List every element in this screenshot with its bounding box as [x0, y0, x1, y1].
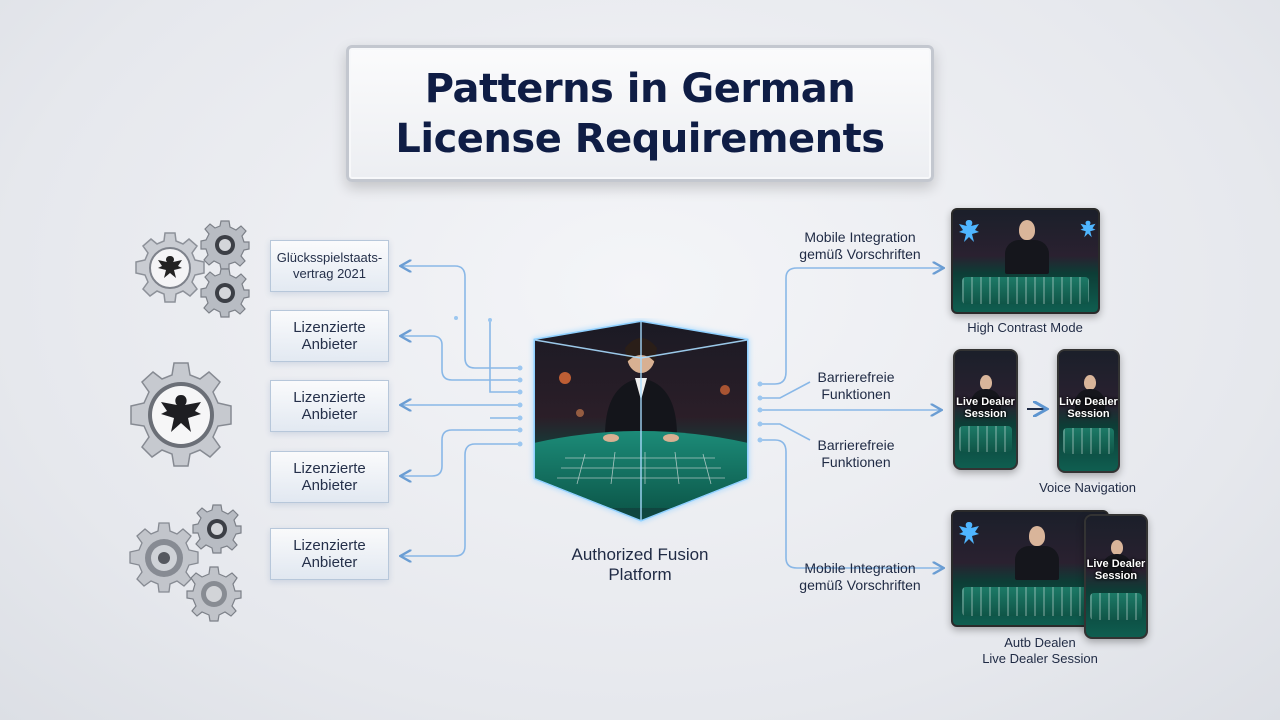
page-title-line1: Patterns in German: [424, 65, 856, 112]
connector-left-5: [402, 443, 520, 556]
gear-icon: [192, 504, 242, 554]
tablet-live-dealer: [951, 510, 1109, 627]
label-mobile-integration-top: Mobile Integration gemüß Vorschriften: [799, 229, 921, 262]
caption-bottom-line1: Autb Dealen: [1004, 635, 1076, 650]
caption-bottom-line2: Live Dealer Session: [982, 651, 1098, 666]
fusion-platform-cube: [533, 320, 749, 522]
label-barrierefreie-2: Barrierefreie Funktionen: [817, 437, 895, 470]
title-plate: Patterns in German License Requirements: [346, 45, 934, 182]
center-label: Authorized Fusion Platform: [571, 545, 709, 584]
left-box-glucksspielstaatsvertrag: Glücksspielstaats-vertrag 2021: [270, 240, 389, 292]
connector-left-4: [402, 429, 520, 476]
phone-live-dealer-3: Live Dealer Session: [1084, 514, 1148, 639]
phone-text-live-dealer: Live Dealer Session: [956, 396, 1015, 420]
tablet-high-contrast: [951, 208, 1100, 314]
eagle-gear-icon: [135, 232, 205, 303]
gear-icon: [200, 220, 250, 270]
left-box-lizenzierte-anbieter: Lizenzierte Anbieter: [270, 310, 389, 362]
connector-right-2: [760, 381, 811, 399]
label-mobile-integration-bottom: Mobile Integration gemüß Vorschriften: [799, 560, 921, 593]
connector-right-5: [760, 439, 942, 568]
caption-high-contrast: High Contrast Mode: [967, 320, 1083, 335]
caption-bottom-devices: Autb Dealen Live Dealer Session: [960, 635, 1120, 667]
connector-left-2: [402, 336, 520, 381]
left-box-lizenzierte-anbieter: Lizenzierte Anbieter: [270, 528, 389, 580]
label-barrierefreie-1: Barrierefreie Funktionen: [817, 369, 895, 402]
page-title-line2: License Requirements: [395, 115, 885, 162]
eagle-icon: [1080, 220, 1096, 238]
phone-text-live-dealer: Live Dealer Session: [1059, 396, 1118, 420]
connector-right-1: [760, 268, 942, 385]
gear-icon: [200, 268, 250, 318]
phone-text-live-dealer: Live Dealer Session: [1086, 558, 1146, 582]
phone-live-dealer-1: Live Dealer Session: [953, 349, 1018, 470]
left-box-lizenzierte-anbieter: Lizenzierte Anbieter: [270, 451, 389, 503]
connector-right-4: [760, 423, 811, 441]
eagle-icon: [959, 522, 979, 544]
phone-live-dealer-2: Live Dealer Session: [1057, 349, 1120, 473]
gear-icon: [129, 522, 199, 593]
caption-voice-navigation: Voice Navigation: [1039, 480, 1136, 495]
gear-icon: [186, 566, 242, 622]
eagle-icon: [959, 220, 979, 242]
left-box-lizenzierte-anbieter: Lizenzierte Anbieter: [270, 380, 389, 432]
connector-left-1: [402, 266, 520, 369]
eagle-gear-icon: [130, 362, 232, 467]
